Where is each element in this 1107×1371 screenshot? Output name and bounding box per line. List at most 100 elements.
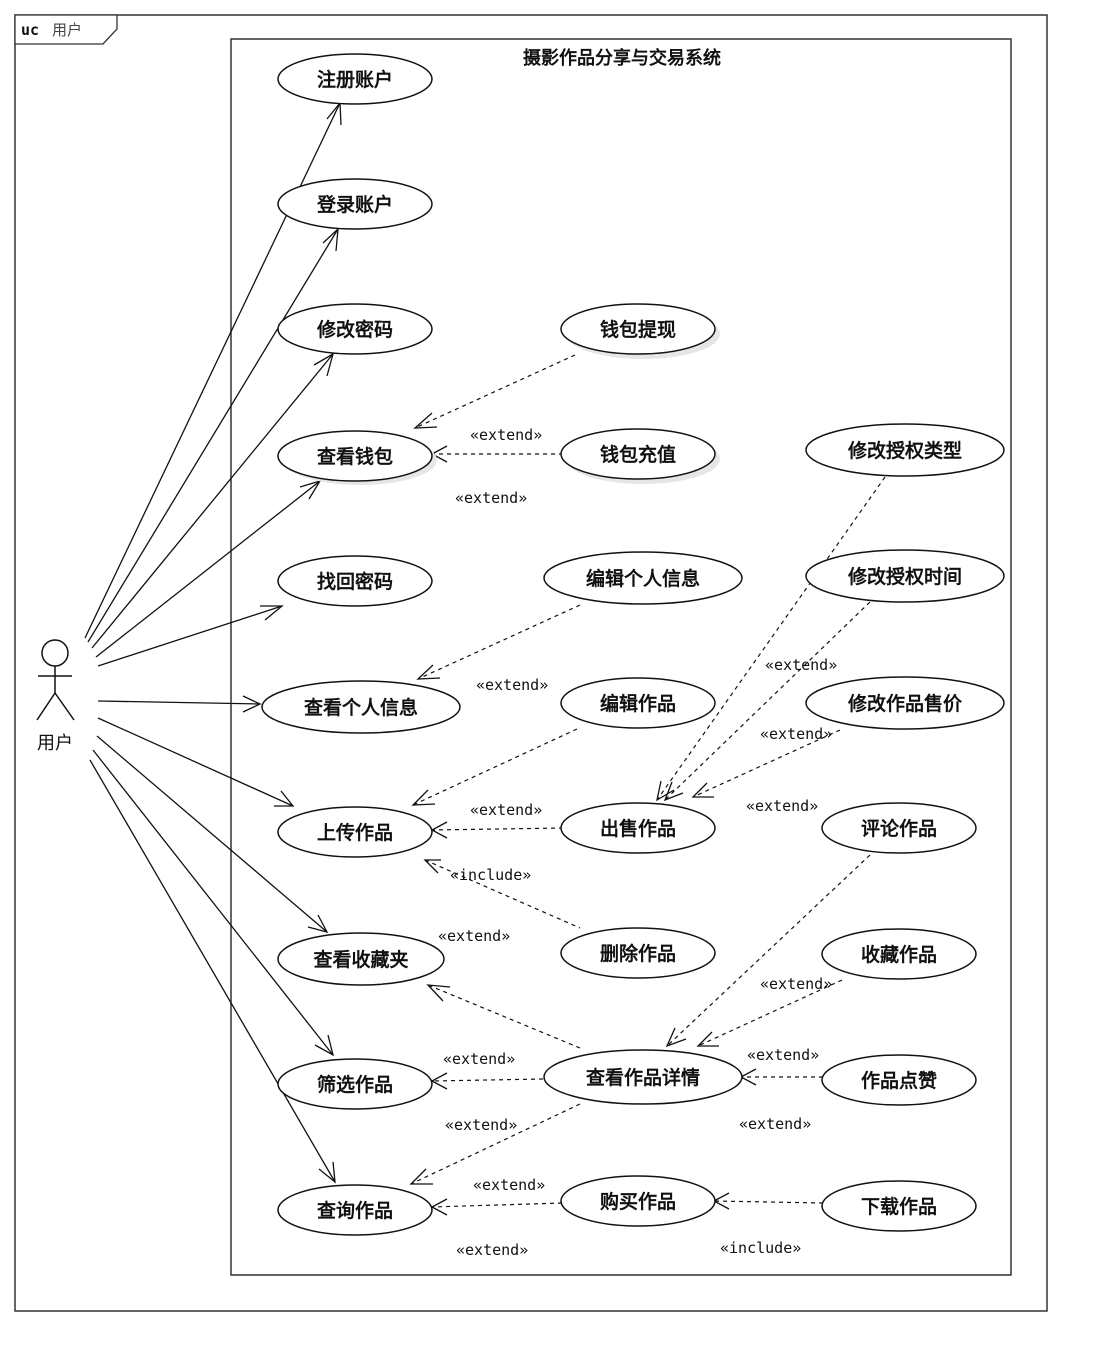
arrowhead-query-works (318, 1161, 336, 1184)
use-case-label: 收藏作品 (861, 943, 937, 966)
stereotype-label: «extend» (476, 676, 548, 694)
association-query-works (89, 759, 336, 1183)
use-case-label: 找回密码 (317, 570, 393, 593)
association-view-wallet (95, 480, 321, 658)
use-case-wallet-recharge (560, 428, 716, 480)
use-case-label: 查看个人信息 (303, 696, 418, 719)
arrowhead-editprofile-to-profile (416, 664, 441, 680)
dep-withdraw-to-wallet (414, 354, 576, 429)
stereotype-label: «extend» (455, 489, 527, 507)
use-case-label: 上传作品 (317, 821, 393, 844)
association-register (84, 102, 341, 639)
arrowhead-price-to-sell (691, 782, 714, 798)
use-case-label: 钱包提现 (600, 318, 676, 341)
stereotype-label: «extend» (438, 927, 510, 945)
actor-right-leg (54, 692, 75, 721)
association-recover-password (97, 605, 283, 667)
use-case-label: 查看收藏夹 (312, 948, 408, 971)
arrowhead-license-type-to-sell (656, 780, 675, 802)
dep-price-to-sell (692, 729, 841, 798)
arrowhead-upload-work (274, 790, 295, 807)
use-case-label: 查看钱包 (316, 445, 393, 468)
dep-detail-to-query (410, 1103, 581, 1185)
arrowhead-view-profile (242, 695, 262, 713)
association-view-profile (97, 700, 261, 705)
use-case-view-favorites (277, 932, 445, 986)
frame-tab (14, 14, 118, 45)
dep-detail-to-favorites (427, 984, 581, 1049)
frame-name: 用户 (52, 21, 82, 39)
use-case-label: 筛选作品 (317, 1073, 393, 1096)
use-case-register (277, 53, 433, 105)
arrowhead-filter-works (314, 1034, 334, 1057)
stereotype-labels: «extend» «extend» «extend» «extend» «inc… (438, 426, 837, 1259)
dep-download-to-buy (713, 1200, 824, 1204)
actor-label: 用户 (37, 733, 73, 754)
use-case-modify-price (805, 676, 1005, 730)
association-upload-work (97, 717, 294, 807)
use-case-login (277, 178, 433, 230)
association-filter-works (92, 749, 334, 1056)
association-login (87, 228, 339, 643)
use-case-label: 登录账户 (316, 193, 393, 216)
use-case-label: 修改授权类型 (847, 439, 962, 462)
use-case-label: 评论作品 (861, 817, 937, 840)
stereotype-label: «include» (450, 866, 531, 884)
dep-editprofile-to-profile (417, 604, 581, 680)
use-case-comment-work (821, 802, 977, 854)
use-case-view-work-detail (543, 1049, 743, 1105)
stereotype-label: «extend» (747, 1046, 819, 1064)
arrowhead-detail-to-query (409, 1168, 433, 1185)
dep-detail-to-filter (431, 1078, 544, 1082)
system-boundary (230, 38, 1012, 1276)
dep-editwork-to-upload (412, 728, 578, 806)
use-case-like-work (821, 1054, 977, 1106)
dependency-lines (409, 354, 886, 1216)
use-case-favorite-work (821, 928, 977, 980)
arrowhead-withdraw-to-wallet (413, 412, 438, 429)
stereotype-label: «extend» (443, 1050, 515, 1068)
arrowhead-detail-to-favorites (426, 984, 451, 1002)
association-change-password (91, 353, 334, 649)
use-case-view-wallet (277, 430, 433, 482)
use-case-label: 删除作品 (600, 942, 676, 965)
use-case-delete-work (560, 927, 716, 979)
arrowhead-favorite-to-detail (696, 1031, 719, 1047)
dep-favorite-to-detail (697, 979, 843, 1047)
arrowhead-license-time-to-sell (663, 781, 684, 802)
use-case-modify-license-type (805, 423, 1005, 477)
use-case-label: 编辑个人信息 (586, 567, 700, 590)
use-case-edit-profile (543, 551, 743, 605)
use-case-label: 出售作品 (600, 817, 676, 840)
use-case-label: 钱包充值 (600, 443, 676, 466)
use-case-label: 作品点赞 (861, 1069, 937, 1092)
use-case-label: 注册账户 (317, 68, 393, 91)
association-view-favorites (96, 735, 328, 933)
use-case-label: 修改授权时间 (847, 565, 962, 588)
use-case-upload-work (277, 806, 433, 858)
use-case-download-work (821, 1180, 977, 1232)
use-case-recover-password (277, 555, 433, 607)
actor-user: 用户 (36, 639, 75, 754)
use-case-label: 下载作品 (861, 1195, 937, 1218)
stereotype-label: «extend» (760, 725, 832, 743)
use-case-edit-work (560, 677, 716, 729)
dep-license-type-to-sell (656, 476, 886, 801)
use-case-sell-work (560, 802, 716, 854)
dep-sell-to-upload (431, 827, 564, 831)
arrowhead-comment-to-detail (665, 1027, 687, 1048)
stereotype-label: «extend» (456, 1241, 528, 1259)
diagram-frame (14, 14, 1048, 1312)
use-case-wallet-withdraw (560, 303, 716, 355)
use-case-label: 购买作品 (600, 1190, 676, 1213)
use-case-view-profile (261, 680, 461, 734)
use-case-label: 编辑作品 (600, 692, 676, 715)
stereotype-label: «extend» (445, 1116, 517, 1134)
frame-keyword: uc (21, 21, 39, 39)
arrowhead-recover-password (260, 605, 284, 621)
arrowhead-upload-include-delete (423, 859, 441, 874)
stereotype-label: «extend» (765, 656, 837, 674)
stereotype-label: «include» (720, 1239, 801, 1257)
use-case-label: 修改作品售价 (847, 692, 963, 715)
